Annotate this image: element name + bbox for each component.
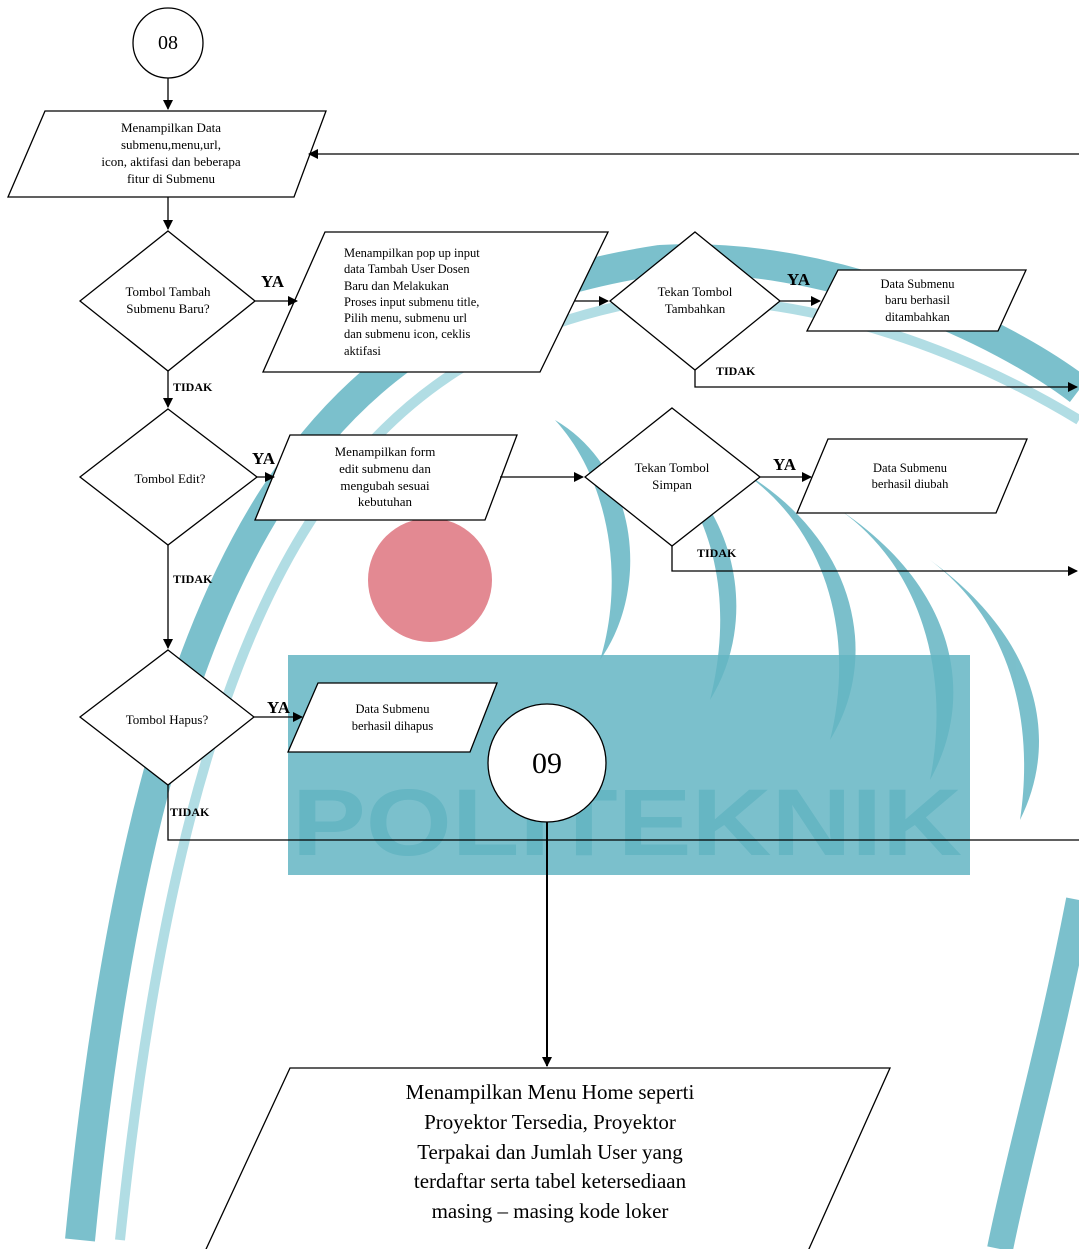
process-home-menu-label: Menampilkan Menu Home seperti Proyektor … [405,1080,695,1224]
decision-press-save-label: Tekan Tombol Simpan [634,460,710,492]
watermark-crescent-1 [555,420,631,660]
process-changed-shape [796,438,1028,514]
connector-08-label: 08 [158,32,178,54]
process-home-menu-shape [205,1067,892,1249]
process-added-shape [805,269,1028,332]
process-popup-input-label: Menampilkan pop up input data Tambah Use… [344,246,480,358]
edge-label-ya-add: YA [261,272,284,291]
process-show-submenu-label: Menampilkan Data submenu,menu,url, icon,… [101,120,241,186]
watermark-crescent-3 [740,470,856,740]
process-added-label: Data Submenu baru berhasil ditambahkan [880,277,955,324]
process-edit-form-label: Menampilkan form edit submenu dan mengub… [334,443,436,510]
process-changed-label: Data Submenu berhasil diubah [871,460,949,491]
edge-label-tidak-add: TIDAK [173,380,213,394]
decision-delete-label: Tombol Hapus? [125,711,209,727]
edge-label-tidak-edit: TIDAK [173,572,213,586]
edge-label-tidak-delete: TIDAK [170,805,210,819]
watermark-crescent-5 [930,560,1040,820]
edge-label-tidak-press-add: TIDAK [716,364,756,378]
watermark-right-arc [987,897,1079,1249]
decision-add-new-label: Tombol Tambah Submenu Baru? [125,284,211,316]
connector-09-label: 09 [532,746,562,780]
decision-edit-label: Tombol Edit? [134,470,206,486]
edge-label-tidak-save: TIDAK [697,546,737,560]
process-show-submenu-shape [7,110,327,198]
edge-label-ya-edit: YA [252,449,275,468]
edge-label-ya-delete: YA [267,698,290,717]
watermark-red-dot [368,518,492,642]
flow-press-add-tidak [694,370,1078,392]
process-edit-form-shape [254,434,518,521]
process-deleted-label: Data Submenu berhasil dihapus [351,702,434,733]
process-deleted-shape [287,682,498,753]
edge-label-ya-save: YA [773,455,796,474]
flow-save-tidak [671,546,1078,576]
process-popup-input-shape [262,231,610,373]
flow-delete-tidak [167,785,1079,841]
decision-press-add-label: Tekan Tombol Tambahkan [657,284,733,316]
edge-label-ya-press-add: YA [787,270,810,289]
watermark-text: POLITEKNIK [292,770,962,876]
